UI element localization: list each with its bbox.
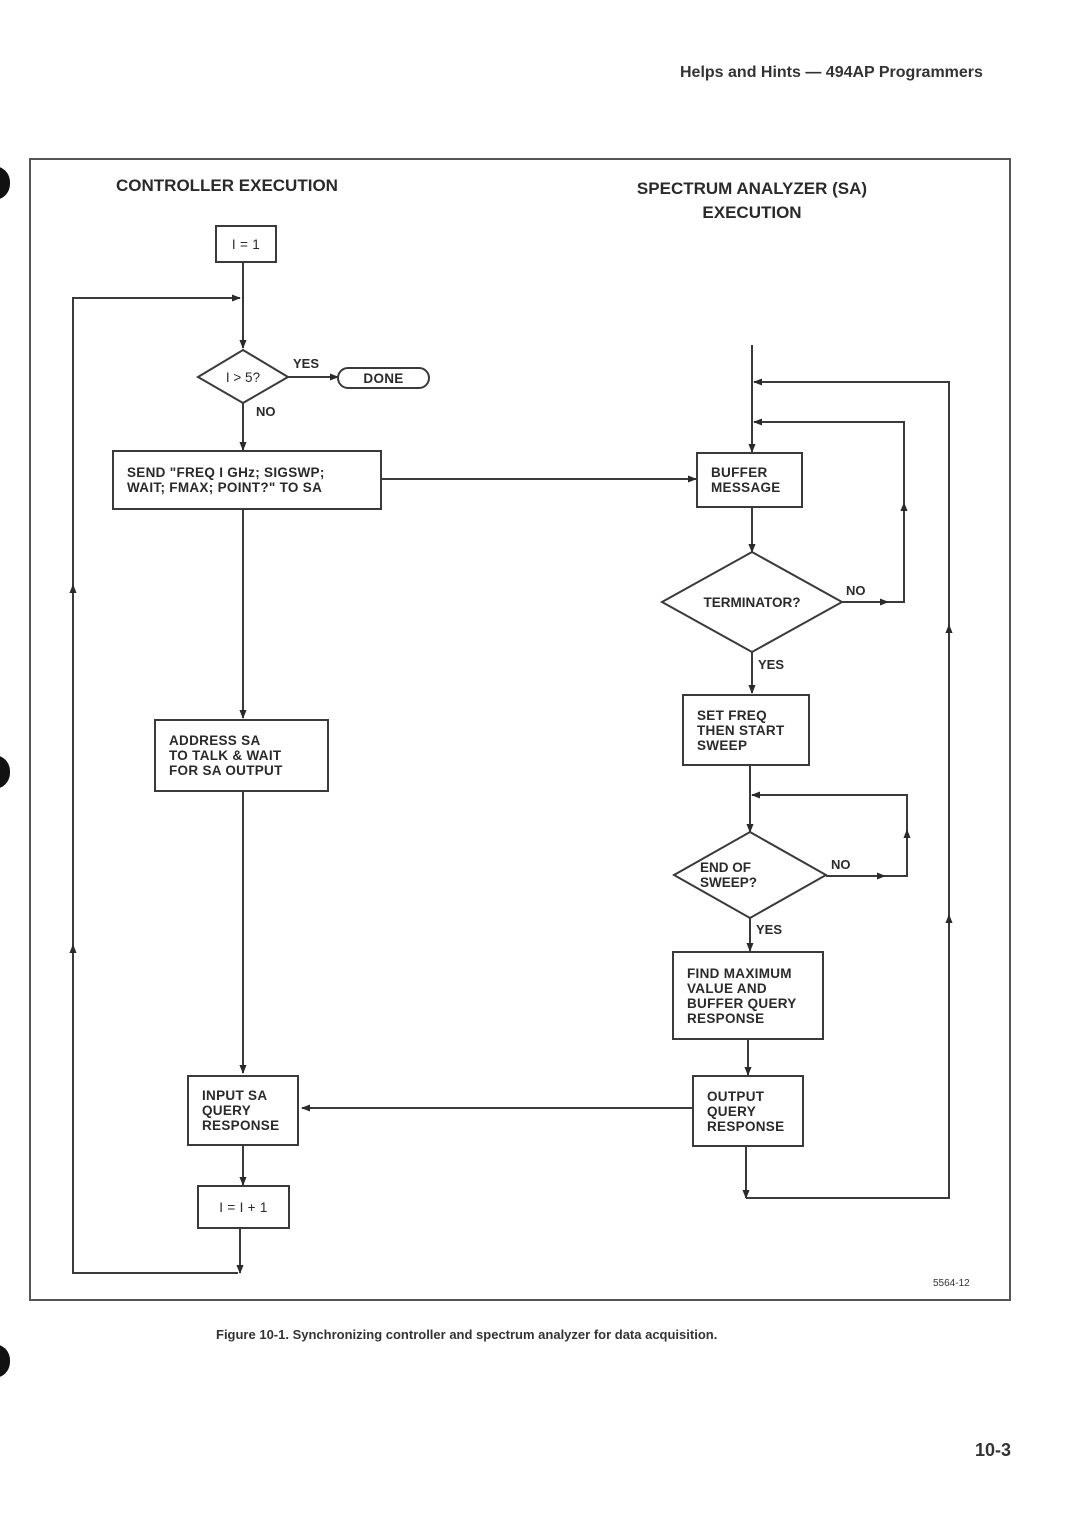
analyzer-column-title: SPECTRUM ANALYZER (SA) EXECUTION xyxy=(636,179,868,222)
terminator-label: TERMINATOR? xyxy=(703,595,801,610)
terminator-yes-label: YES xyxy=(758,657,785,672)
binding-hole xyxy=(0,755,10,789)
done-terminal: DONE xyxy=(337,367,430,389)
buffer-message-box: BUFFER MESSAGE xyxy=(696,452,803,508)
terminator-no-label: NO xyxy=(846,583,866,598)
decision-i-gt-5-label: I > 5? xyxy=(225,370,261,385)
page-number: 10-3 xyxy=(975,1440,1012,1460)
figure-caption: Figure 10-1. Synchronizing controller an… xyxy=(216,1327,718,1342)
address-sa-box: ADDRESS SA TO TALK & WAIT FOR SA OUTPUT xyxy=(154,719,329,792)
end-of-sweep-no-label: NO xyxy=(831,857,851,872)
input-response-box: INPUT SA QUERY RESPONSE xyxy=(187,1075,299,1146)
binding-hole xyxy=(0,1344,10,1378)
decision-terminator xyxy=(659,550,845,654)
init-box: I = 1 xyxy=(215,225,277,263)
send-command-box: SEND "FREQ I GHz; SIGSWP; WAIT; FMAX; PO… xyxy=(112,450,382,510)
binding-hole xyxy=(0,166,10,200)
connector-outer-loop-return xyxy=(746,378,950,1199)
figure-frame xyxy=(29,158,1011,1301)
set-freq-box: SET FREQ THEN START SWEEP xyxy=(682,694,810,766)
end-of-sweep-label: END OF SWEEP? xyxy=(700,860,758,890)
connector-loop-return xyxy=(72,294,241,1274)
running-head: Helps and Hints — 494AP Programmers xyxy=(680,64,983,81)
decision-yes-label: YES xyxy=(293,356,320,371)
increment-box: I = I + 1 xyxy=(197,1185,290,1229)
find-max-box: FIND MAXIMUM VALUE AND BUFFER QUERY RESP… xyxy=(672,951,824,1040)
output-response-box: OUTPUT QUERY RESPONSE xyxy=(692,1075,804,1147)
decision-i-gt-5 xyxy=(196,348,290,405)
end-of-sweep-yes-label: YES xyxy=(756,922,783,937)
controller-column-title: CONTROLLER EXECUTION xyxy=(116,176,338,195)
decision-no-label: NO xyxy=(256,404,276,419)
figure-id: 5564-12 xyxy=(933,1278,970,1289)
decision-end-of-sweep xyxy=(671,830,829,920)
